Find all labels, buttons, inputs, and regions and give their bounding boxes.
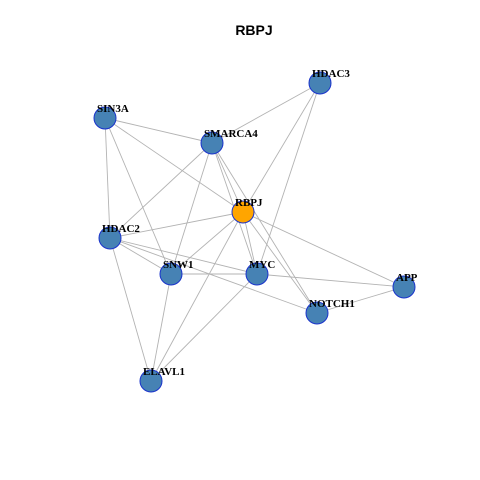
node-elavl1 <box>139 369 163 393</box>
edge-hdac2-snw1 <box>109 237 172 275</box>
node-sin3a <box>93 106 117 130</box>
edge-hdac3-rbpj <box>242 82 321 213</box>
edge-myc-elavl1 <box>150 273 258 382</box>
node-label-hdac3: HDAC3 <box>312 68 350 80</box>
edge-sin3a-rbpj <box>104 117 244 213</box>
node-label-elavl1: ELAVL1 <box>143 366 185 378</box>
node-label-sin3a: SIN3A <box>97 103 129 115</box>
node-label-hdac2: HDAC2 <box>102 223 140 235</box>
edge-smarca4-rbpj <box>211 142 244 213</box>
edge-sin3a-smarca4 <box>104 117 213 144</box>
edge-sin3a-snw1 <box>104 117 172 275</box>
edge-notch1-app <box>316 286 405 314</box>
node-label-notch1: NOTCH1 <box>309 298 355 310</box>
node-label-rbpj: RBPJ <box>235 197 263 209</box>
node-label-myc: MYC <box>249 259 275 271</box>
edge-hdac2-elavl1 <box>109 237 152 382</box>
edge-rbpj-app <box>242 211 405 288</box>
node-label-smarca4: SMARCA4 <box>204 128 258 140</box>
node-hdac3 <box>308 71 332 95</box>
edge-rbpj-snw1 <box>170 211 244 275</box>
edge-snw1-elavl1 <box>150 273 172 382</box>
edge-sin3a-hdac2 <box>104 117 111 239</box>
edge-layer <box>104 82 405 382</box>
edge-myc-app <box>256 273 405 288</box>
edge-hdac2-notch1 <box>109 237 318 314</box>
edge-smarca4-hdac2 <box>109 142 213 239</box>
node-snw1 <box>159 262 183 286</box>
node-hdac2 <box>98 226 122 250</box>
edge-hdac2-myc <box>109 237 258 275</box>
graph-title: RBPJ <box>235 22 272 38</box>
edge-rbpj-elavl1 <box>150 211 244 382</box>
node-rbpj <box>231 200 255 224</box>
node-myc <box>245 262 269 286</box>
node-label-app: APP <box>396 272 418 284</box>
edge-rbpj-hdac2 <box>109 211 244 239</box>
node-label-snw1: SNW1 <box>163 259 194 271</box>
edge-rbpj-notch1 <box>242 211 318 314</box>
edge-smarca4-notch1 <box>211 142 318 314</box>
edge-smarca4-hdac3 <box>211 82 321 144</box>
node-smarca4 <box>200 131 224 155</box>
node-app <box>392 275 416 299</box>
edge-smarca4-snw1 <box>170 142 213 275</box>
edge-hdac3-myc <box>256 82 321 275</box>
node-layer <box>93 71 416 393</box>
node-notch1 <box>305 301 329 325</box>
